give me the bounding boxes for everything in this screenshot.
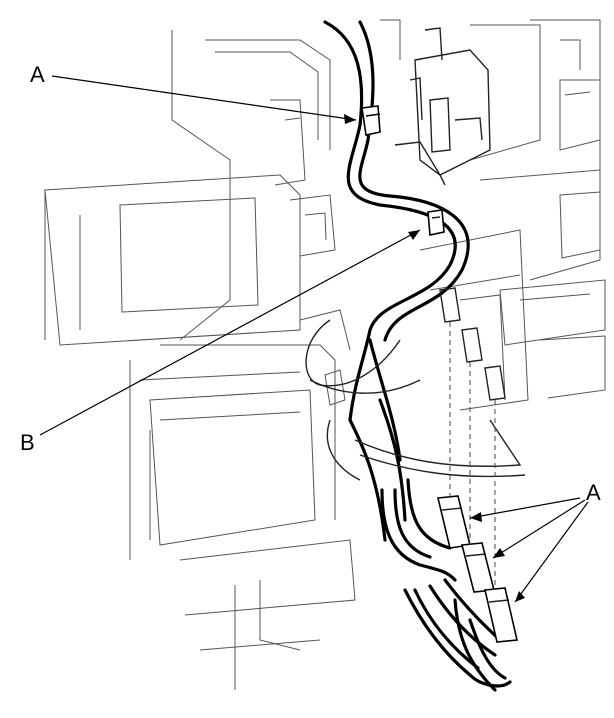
- callout-b: B: [20, 430, 35, 455]
- connector-a-lower-3: [484, 587, 518, 643]
- connector-a-top: [361, 105, 381, 136]
- housing-outlines: [44, 19, 606, 690]
- callout-a-right: A: [586, 480, 601, 505]
- main-harness: [323, 20, 470, 542]
- leader-lines: [39, 75, 589, 603]
- connector-b: [427, 209, 445, 236]
- callout-a-top: A: [30, 62, 45, 87]
- connector-a-lower-2: [460, 542, 496, 593]
- lower-harness: [380, 478, 512, 692]
- connector-a-lower-1: [437, 495, 471, 549]
- loop-harness: [305, 319, 526, 481]
- leader-arrowheads: [344, 114, 525, 602]
- mount-alignment-lines: [439, 287, 506, 590]
- actuator-module: [394, 27, 491, 186]
